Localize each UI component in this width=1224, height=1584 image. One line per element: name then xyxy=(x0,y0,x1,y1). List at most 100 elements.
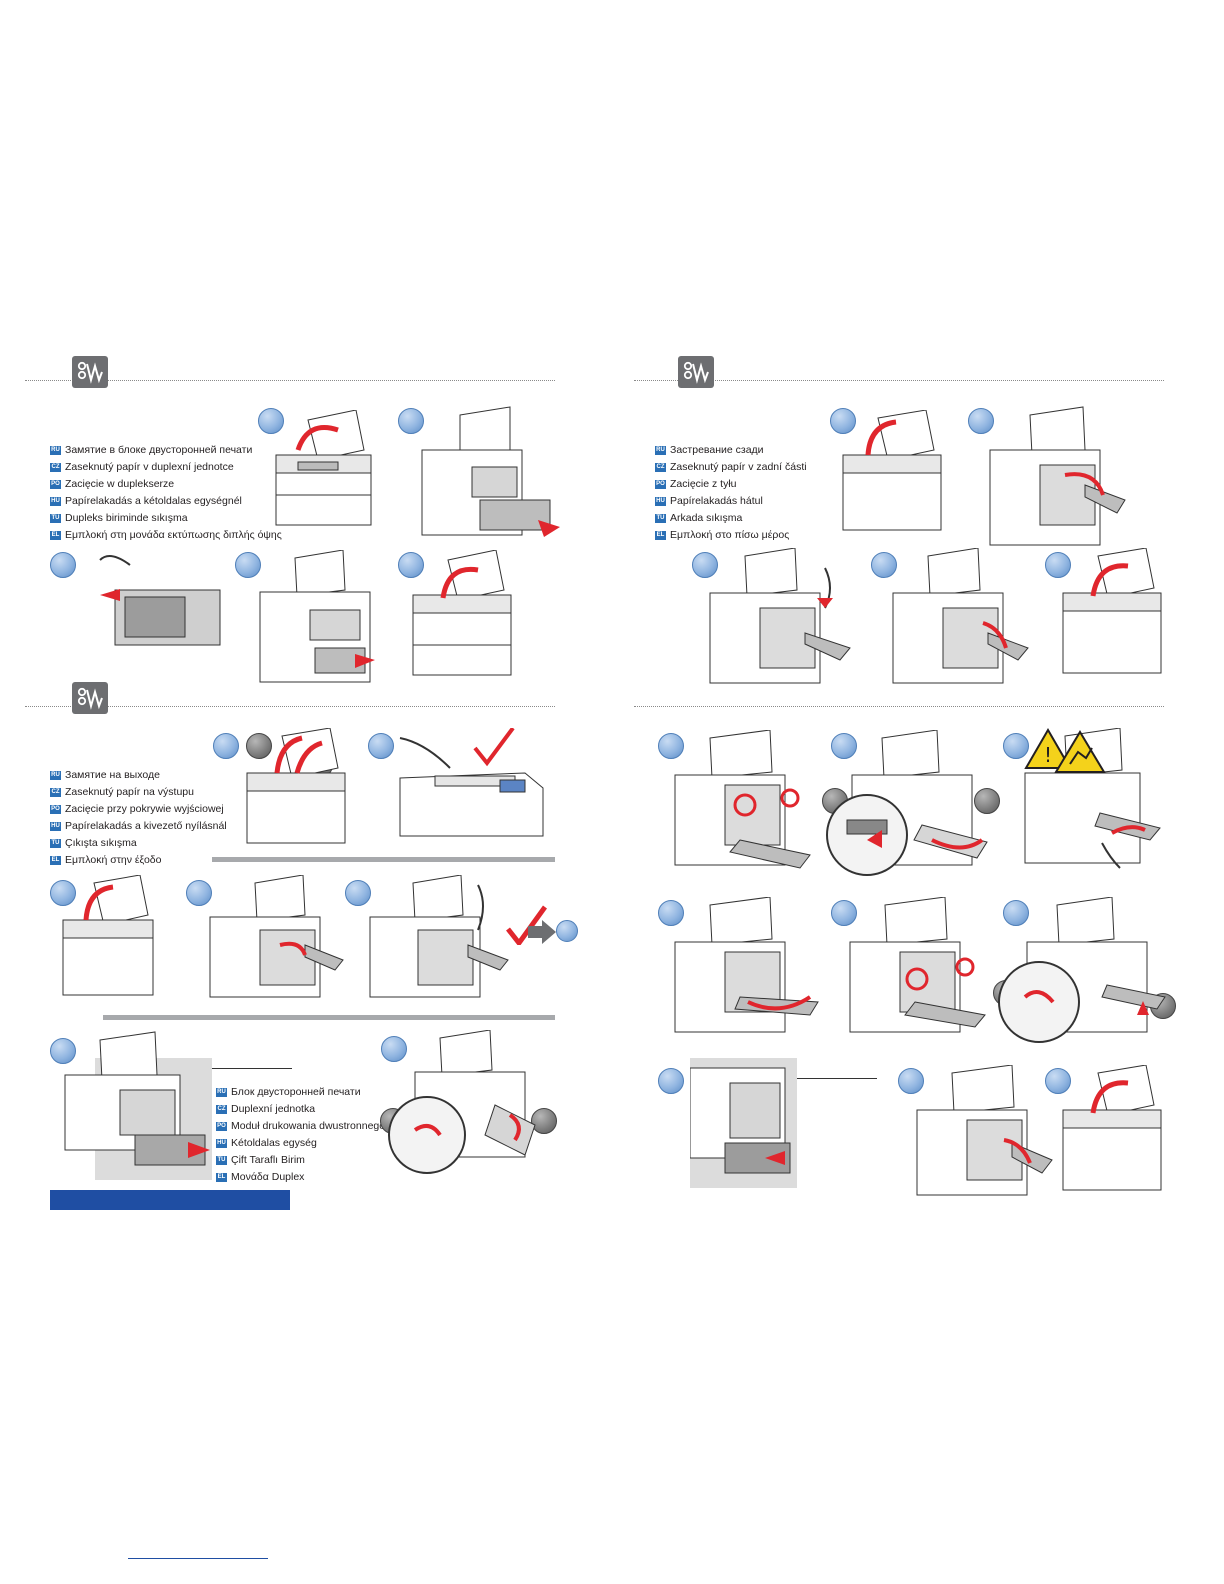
step-marker xyxy=(556,920,578,942)
step-marker xyxy=(968,408,994,434)
step-marker xyxy=(50,552,76,578)
remove-paper-rear-illustration xyxy=(705,548,855,688)
step-marker xyxy=(658,733,684,759)
duplex-rollers-detail-illustration xyxy=(385,1030,555,1175)
step-marker xyxy=(1003,733,1029,759)
footer-link-underline xyxy=(128,1558,268,1559)
step-marker xyxy=(235,552,261,578)
remove-paper-from-fuser-illustration xyxy=(670,897,820,1037)
printer-open-cover-exit-illustration xyxy=(242,728,350,848)
printer-open-top-cover-illustration xyxy=(838,410,946,535)
printer-close-top-cover-illustration xyxy=(1058,1065,1166,1195)
section-divider xyxy=(25,706,555,707)
step-marker xyxy=(368,733,394,759)
printer-open-rear-door-illustration xyxy=(985,405,1130,550)
next-arrow-icon xyxy=(528,920,556,944)
callout-line xyxy=(212,1068,292,1069)
footer-bar xyxy=(50,1190,290,1210)
section-divider xyxy=(25,380,555,381)
step-marker xyxy=(398,408,424,434)
step-marker xyxy=(871,552,897,578)
step-marker xyxy=(658,900,684,926)
jam-clearing-icon xyxy=(678,356,714,388)
section-divider xyxy=(634,706,1164,707)
step-marker xyxy=(830,408,856,434)
hot-surface-warning-illustration: ! xyxy=(1020,728,1170,873)
step-marker xyxy=(1045,552,1071,578)
step-marker xyxy=(186,880,212,906)
printer-remove-duplex-illustration xyxy=(410,405,560,550)
jam-clearing-icon xyxy=(72,356,108,388)
printer-remove-duplex-unit-illustration xyxy=(60,1030,220,1178)
fuser-levers-illustration xyxy=(670,730,820,870)
separator-bar xyxy=(212,857,555,862)
jam-clearing-icon xyxy=(72,682,108,714)
callout-line xyxy=(797,1078,877,1079)
step-marker xyxy=(692,552,718,578)
step-marker xyxy=(345,880,371,906)
insert-duplex-unit-illustration xyxy=(690,1058,797,1188)
substep-marker xyxy=(246,733,272,759)
remove-paper-rear-illustration xyxy=(368,875,518,1000)
step-marker xyxy=(381,1036,407,1062)
svg-text:!: ! xyxy=(1044,743,1052,767)
step-marker xyxy=(50,880,76,906)
fuser-detail-illustration xyxy=(822,730,1002,878)
printer-open-top-cover-illustration xyxy=(58,875,158,1000)
step-marker xyxy=(898,1068,924,1094)
duplex-rollers-rear-detail-illustration xyxy=(997,897,1169,1045)
step-marker xyxy=(658,1068,684,1094)
printer-open-top-cover-illustration xyxy=(268,410,376,530)
separator-bar xyxy=(103,1015,555,1020)
printer-close-top-cover-illustration xyxy=(408,550,516,680)
printer-open-rear-door-illustration xyxy=(205,875,345,1000)
printer-insert-duplex-illustration xyxy=(255,550,380,690)
printer-close-rear-door-illustration xyxy=(912,1065,1062,1200)
substep-marker xyxy=(974,788,1000,814)
section-divider xyxy=(634,380,1164,381)
step-marker xyxy=(831,900,857,926)
step-marker xyxy=(1045,1068,1071,1094)
step-marker xyxy=(258,408,284,434)
step-marker xyxy=(50,1038,76,1064)
close-fuser-levers-illustration xyxy=(845,897,995,1037)
step-marker xyxy=(398,552,424,578)
substep-marker xyxy=(531,1108,557,1134)
printer-close-rear-door-illustration xyxy=(888,548,1033,688)
step-marker xyxy=(213,733,239,759)
step-marker xyxy=(831,733,857,759)
printer-close-top-cover-illustration xyxy=(1058,548,1166,678)
checkmark-icon xyxy=(505,905,547,945)
step-marker xyxy=(1003,900,1029,926)
duplex-unit-insert-illustration xyxy=(90,545,230,665)
remove-paper-from-exit-illustration xyxy=(395,728,545,838)
